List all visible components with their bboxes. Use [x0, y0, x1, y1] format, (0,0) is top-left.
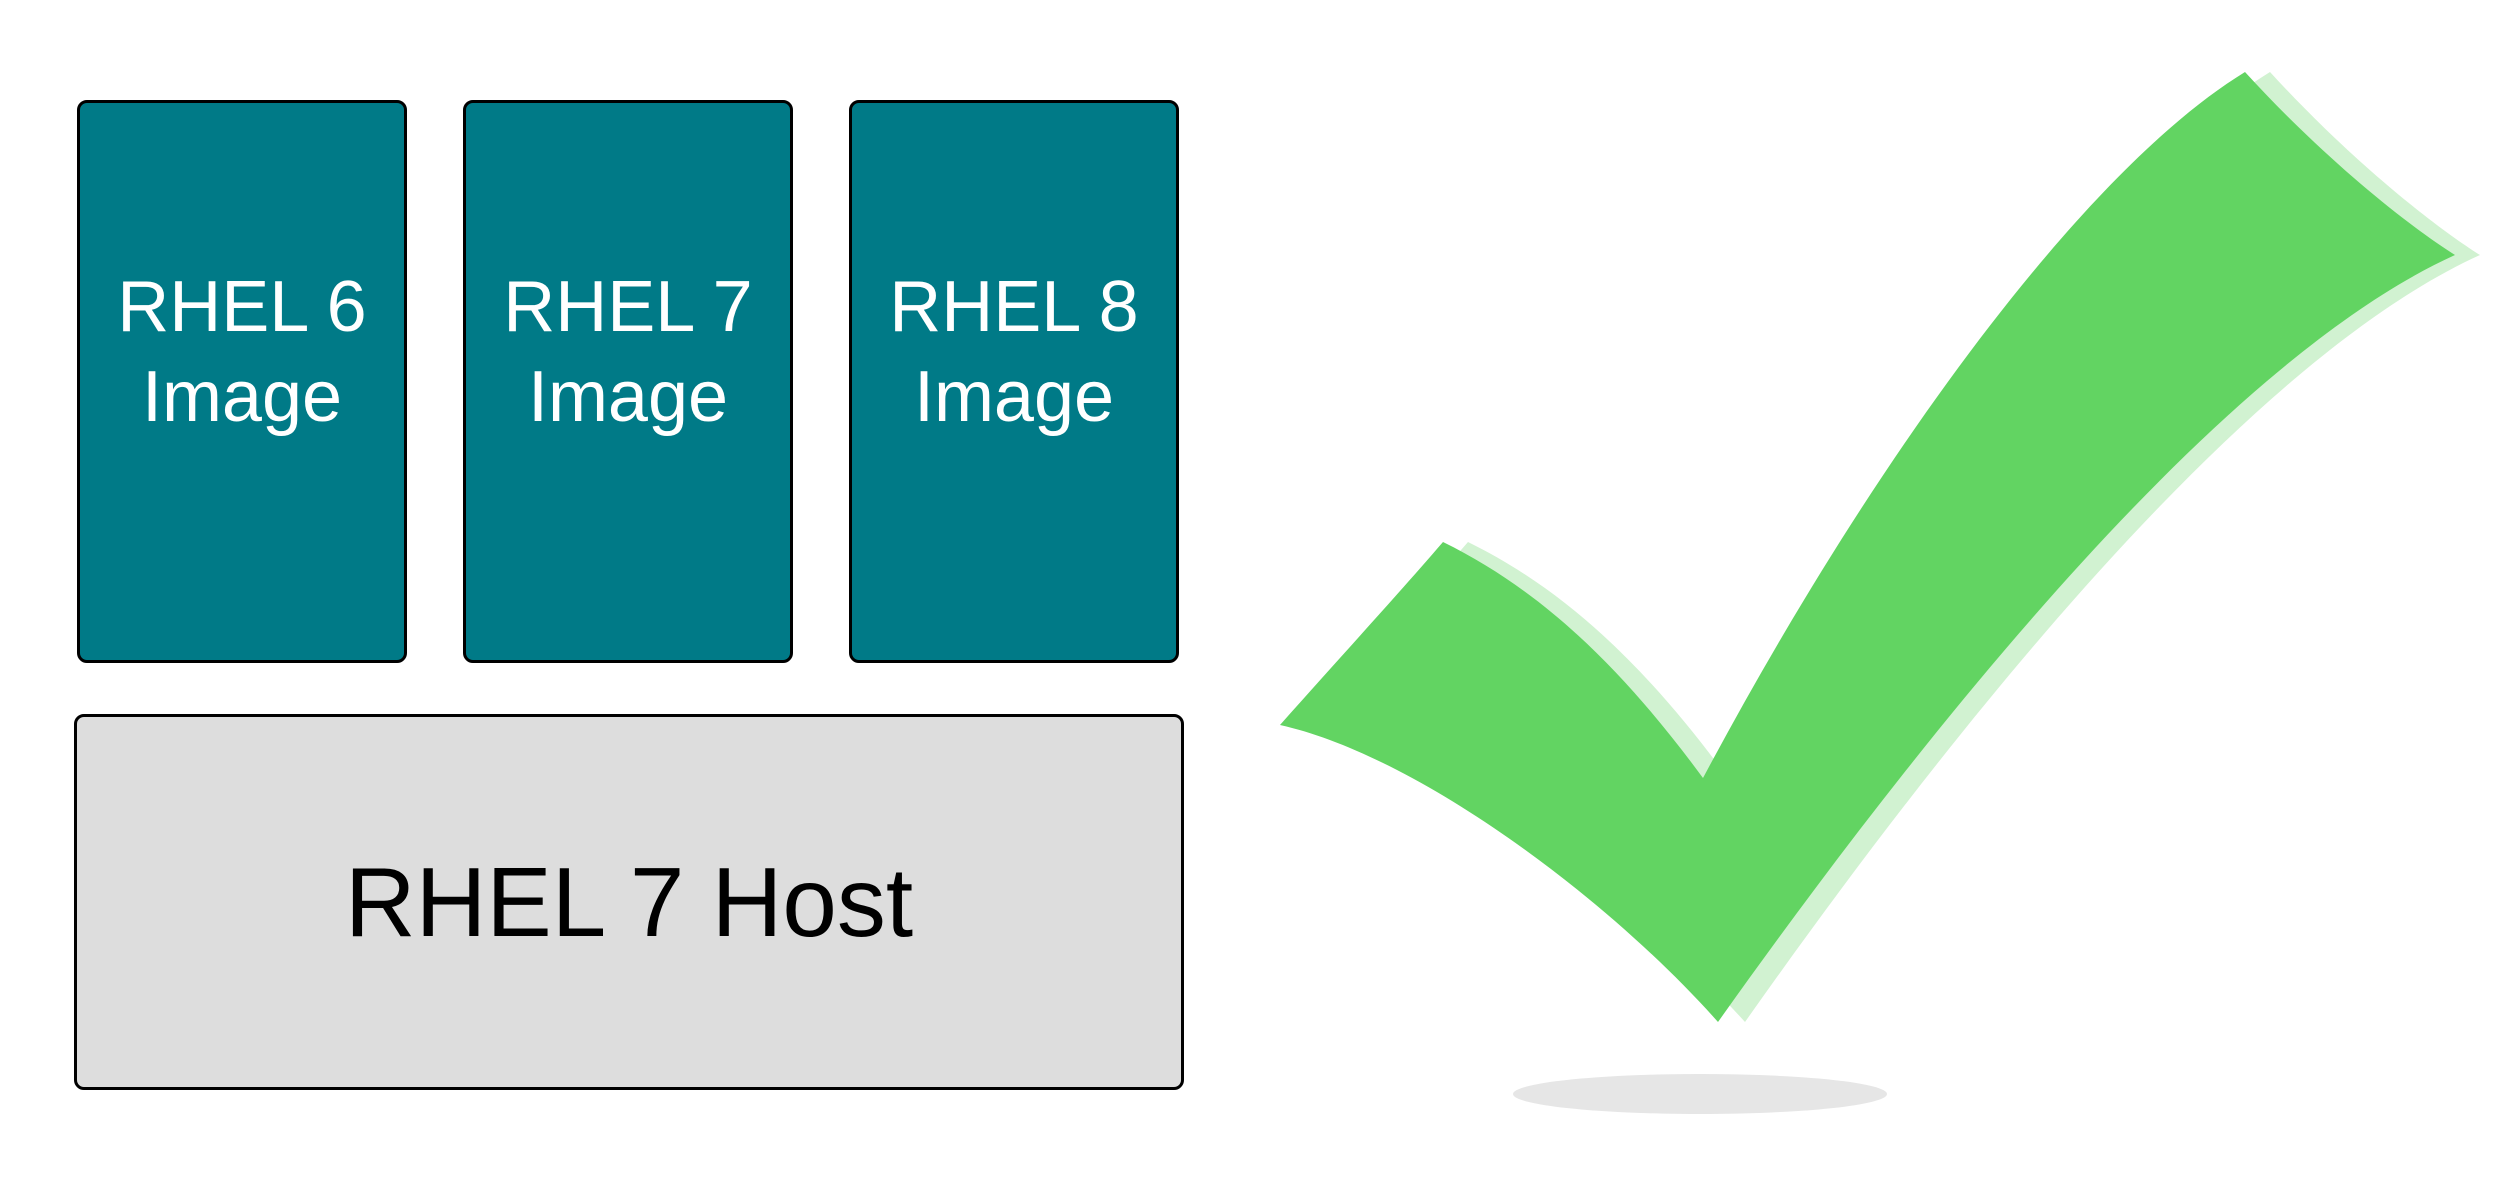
rhel6-image-box: RHEL 6 Image	[77, 100, 407, 663]
host-label: RHEL 7 Host	[344, 846, 914, 957]
rhel8-image-box: RHEL 8 Image	[849, 100, 1179, 663]
rhel8-image-subtitle: Image	[913, 356, 1115, 437]
checkmark-body	[1280, 72, 2455, 1022]
rhel6-image-title: RHEL 6	[117, 266, 367, 347]
rhel8-image-title: RHEL 8	[889, 266, 1139, 347]
checkmark-ground-shadow	[1513, 1074, 1887, 1114]
rhel7-image-box: RHEL 7 Image	[463, 100, 793, 663]
rhel7-image-title: RHEL 7	[503, 266, 753, 347]
rhel7-image-subtitle: Image	[527, 356, 729, 437]
rhel7-host-box: RHEL 7 Host	[74, 714, 1184, 1090]
rhel6-image-subtitle: Image	[141, 356, 343, 437]
